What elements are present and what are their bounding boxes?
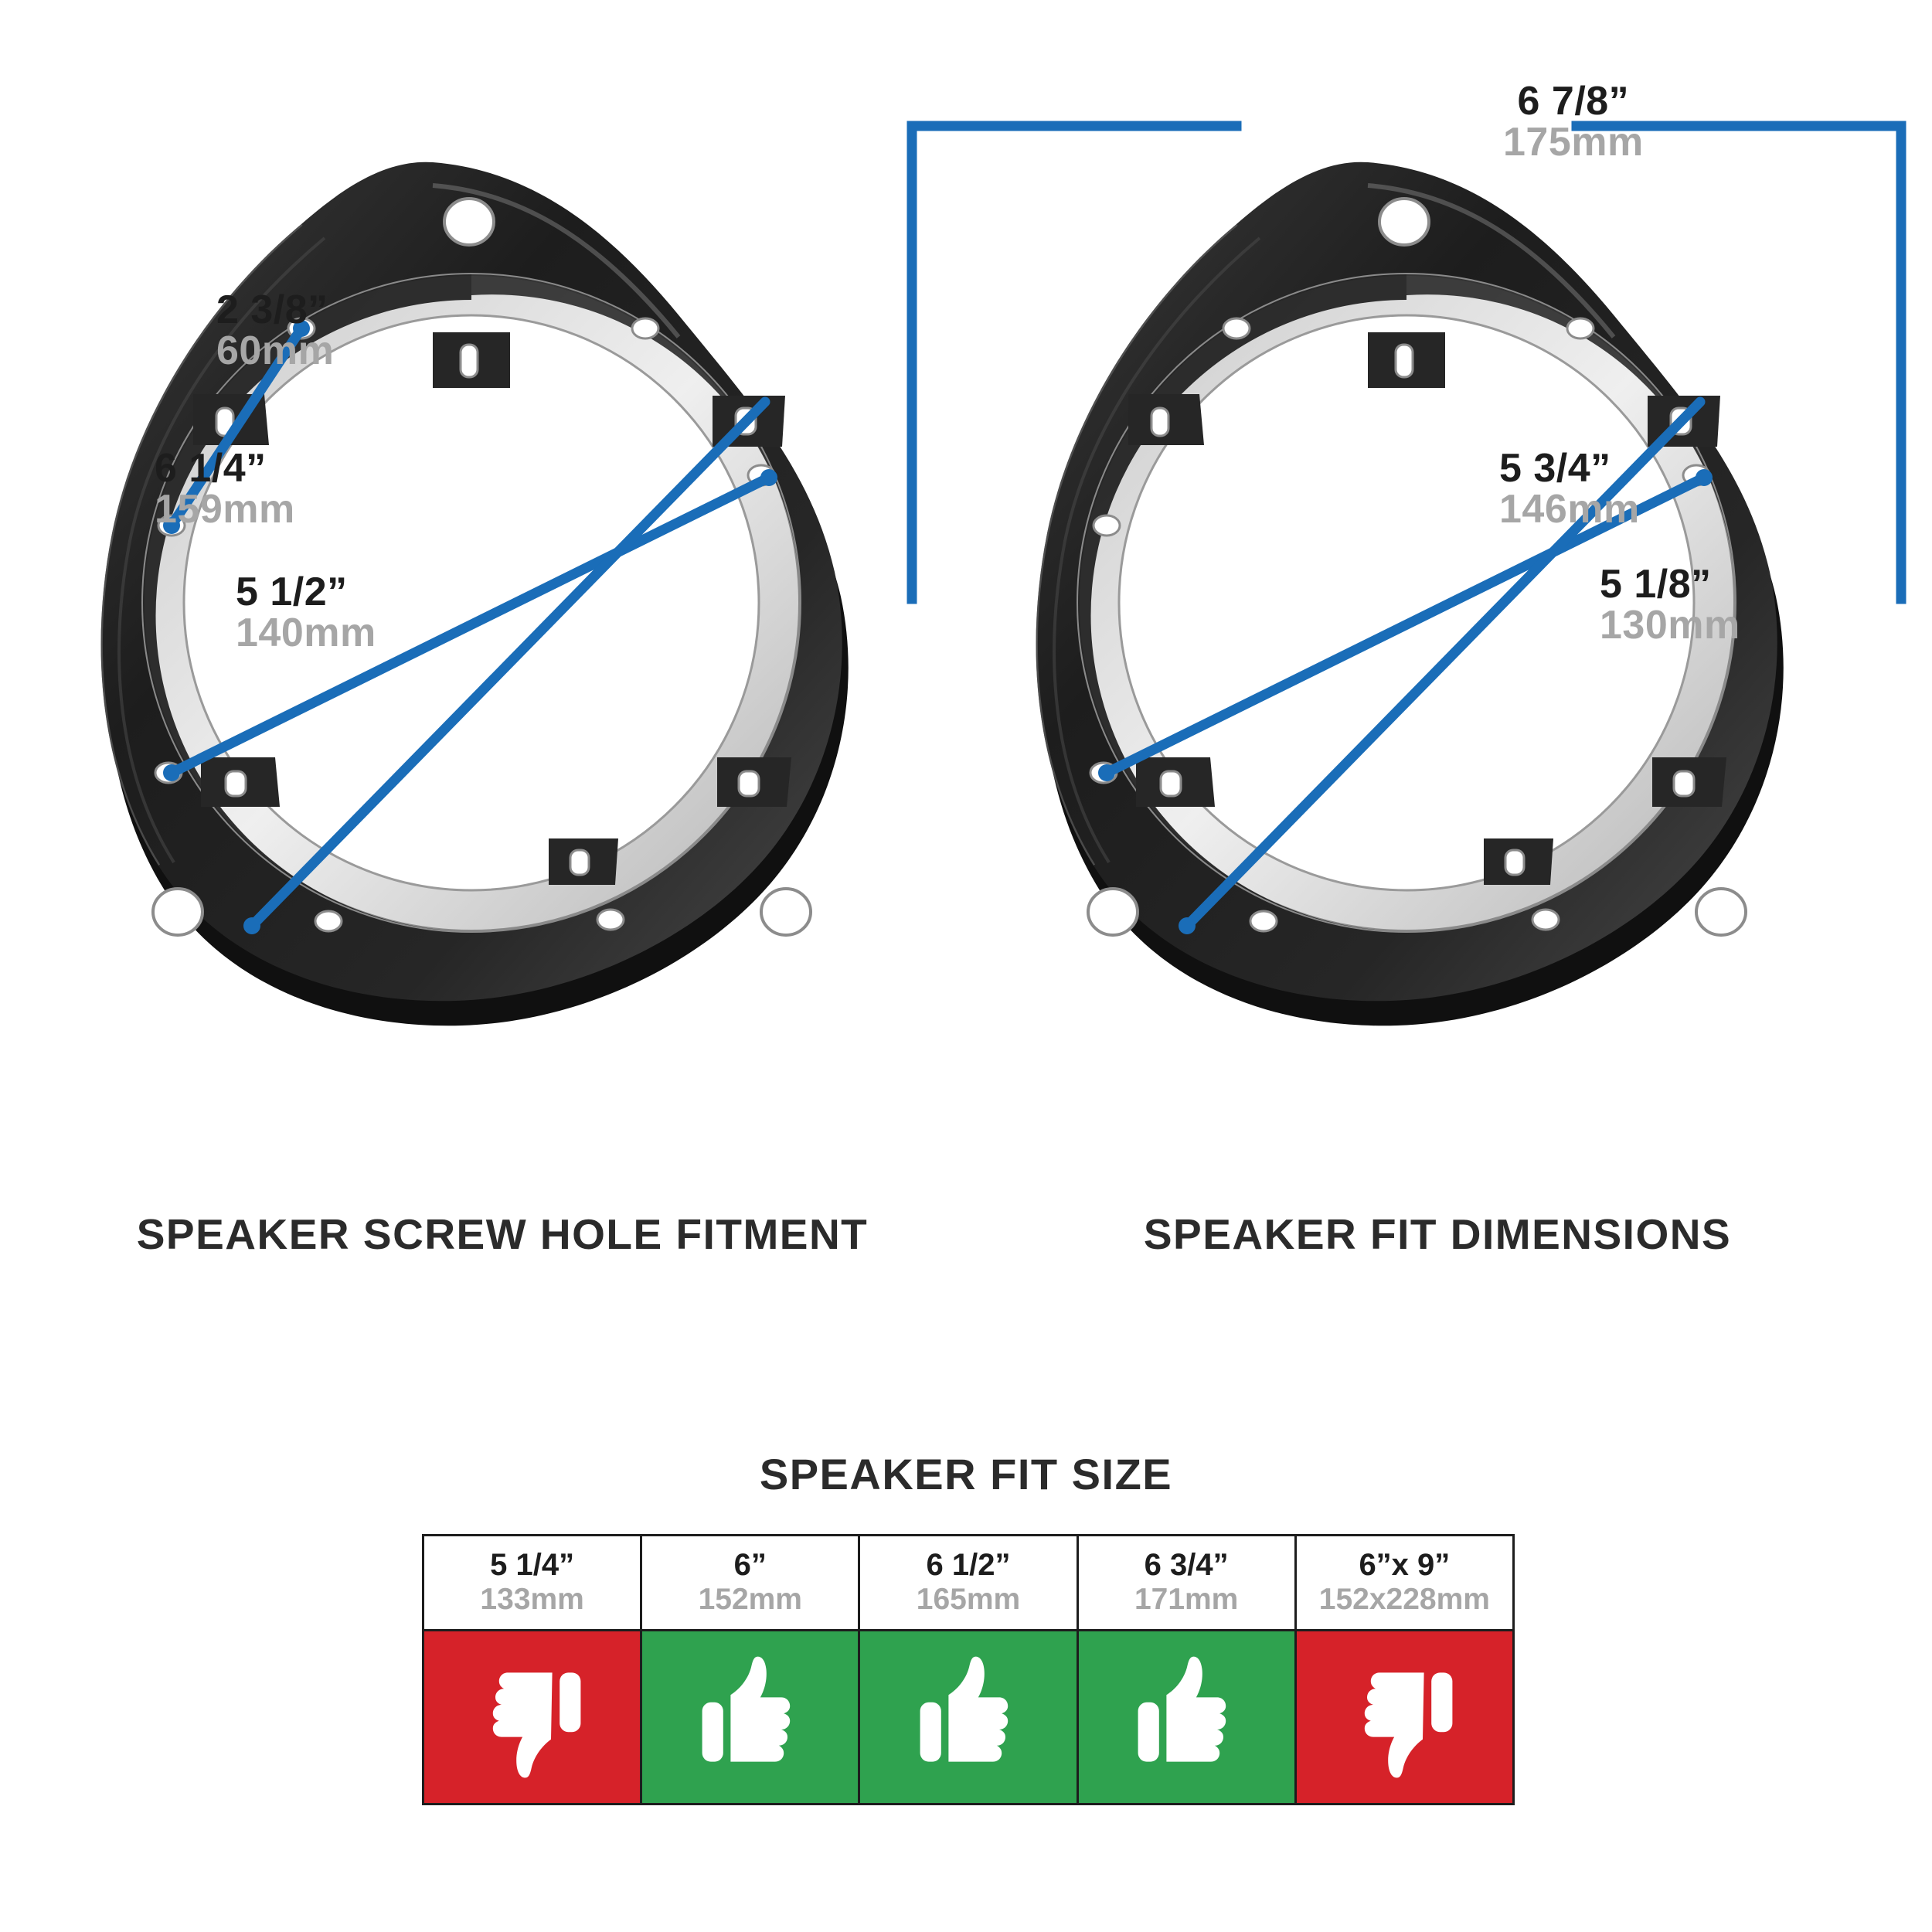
fit-size-header-cell: 6 3/4” 171mm — [1076, 1534, 1297, 1631]
table-row-sizes: 5 1/4” 133mm 6” 152mm 6 1/2” 165mm 6 3/4… — [421, 1534, 1515, 1631]
fit-indicator-cell — [1076, 1629, 1297, 1805]
fit-indicator-cell — [858, 1629, 1079, 1805]
fit-size-mm: 152x228mm — [1318, 1582, 1490, 1616]
dimension-label-159mm: 6 1/4” 159mm — [155, 446, 295, 532]
dimension-mm-value: 175mm — [1503, 120, 1644, 165]
fit-size-mm: 165mm — [916, 1582, 1021, 1616]
dimension-endpoints-right — [1098, 469, 1713, 934]
fit-size-inch: 6”x 9” — [1359, 1547, 1451, 1582]
fit-size-header-cell: 6” 152mm — [640, 1534, 861, 1631]
dimension-inch-value: 6 7/8” — [1517, 79, 1630, 124]
table-row-fit-indicators — [421, 1629, 1515, 1805]
panel-caption-fit-dimensions: SPEAKER FIT DIMENSIONS — [1143, 1210, 1732, 1258]
dimension-lines-left — [166, 323, 774, 931]
thumbs-up-icon — [702, 1656, 790, 1762]
bracket-corner-mount-holes-left — [151, 197, 812, 937]
fit-size-mm: 171mm — [1134, 1582, 1239, 1616]
dimension-label-130mm: 5 1/8” 130mm — [1600, 562, 1740, 648]
overall-width-measurement-bracket — [906, 121, 1906, 604]
speaker-fit-size-table: 5 1/4” 133mm 6” 152mm 6 1/2” 165mm 6 3/4… — [421, 1534, 1515, 1805]
dimension-line-130mm — [1182, 396, 1706, 931]
dimension-label-146mm: 5 3/4” 146mm — [1499, 446, 1640, 532]
dimension-endpoints-left — [163, 320, 777, 934]
dimension-mm-value: 140mm — [236, 611, 376, 656]
fit-size-header-cell: 6 1/2” 165mm — [858, 1534, 1079, 1631]
dimension-line-159mm — [166, 472, 774, 778]
bracket-opening-right — [1117, 314, 1696, 892]
speaker-fit-size-title: SPEAKER FIT SIZE — [759, 1450, 1173, 1498]
dimension-label-140mm: 5 1/2” 140mm — [236, 570, 376, 656]
dimension-label-175mm: 6 7/8” 175mm — [1503, 79, 1644, 165]
thumbs-up-icon — [1138, 1656, 1226, 1762]
dimension-line-60mm — [166, 323, 307, 531]
speaker-adapter-bracket-right-illustration — [1036, 162, 1784, 1026]
fit-size-header-cell: 5 1/4” 133mm — [421, 1534, 643, 1631]
panel-caption-screw-hole-fitment: SPEAKER SCREW HOLE FITMENT — [136, 1210, 869, 1258]
thumbs-down-icon — [492, 1672, 580, 1778]
panel-speaker-fit-dimensions: 6 7/8” 175mm 5 3/4” 146mm 5 1/8” 130mm S… — [906, 80, 1906, 1314]
bracket-opening-left — [182, 314, 760, 892]
fit-size-inch: 6” — [733, 1547, 767, 1582]
dimension-inch-value: 5 1/8” — [1600, 562, 1712, 607]
dimension-label-60mm: 2 3/8” 60mm — [216, 287, 335, 374]
panel-speaker-screw-hole-fitment: 2 3/8” 60mm 6 1/4” 159mm 5 1/2” 140mm SP… — [70, 139, 935, 1314]
fit-size-inch: 6 3/4” — [1144, 1547, 1229, 1582]
thumbs-up-icon — [920, 1656, 1009, 1762]
dimension-line-140mm — [247, 396, 770, 931]
fit-indicator-cell — [1294, 1629, 1515, 1805]
bracket-mounting-tabs-left — [193, 332, 791, 885]
dimension-inch-value: 5 3/4” — [1499, 446, 1611, 491]
fit-size-mm: 133mm — [480, 1582, 584, 1616]
dimension-inch-value: 6 1/4” — [155, 446, 267, 491]
fit-indicator-cell — [421, 1629, 643, 1805]
thumbs-down-icon — [1365, 1672, 1453, 1778]
fit-size-inch: 5 1/4” — [490, 1547, 575, 1582]
fit-size-inch: 6 1/2” — [926, 1547, 1011, 1582]
dimension-lines-right — [1101, 396, 1709, 931]
speaker-adapter-bracket-left-illustration — [100, 162, 849, 1026]
dimension-inch-value: 5 1/2” — [236, 570, 348, 614]
dimension-mm-value: 130mm — [1600, 603, 1740, 648]
dimension-mm-value: 159mm — [155, 487, 295, 532]
fit-size-header-cell: 6”x 9” 152x228mm — [1294, 1534, 1515, 1631]
dimension-inch-value: 2 3/8” — [216, 287, 328, 332]
dimension-mm-value: 146mm — [1499, 487, 1640, 532]
dimension-mm-value: 60mm — [216, 328, 335, 374]
dimension-line-146mm — [1101, 472, 1709, 778]
fit-indicator-cell — [640, 1629, 861, 1805]
fit-size-mm: 152mm — [698, 1582, 802, 1616]
bracket-corner-mount-holes-right — [1087, 197, 1747, 937]
